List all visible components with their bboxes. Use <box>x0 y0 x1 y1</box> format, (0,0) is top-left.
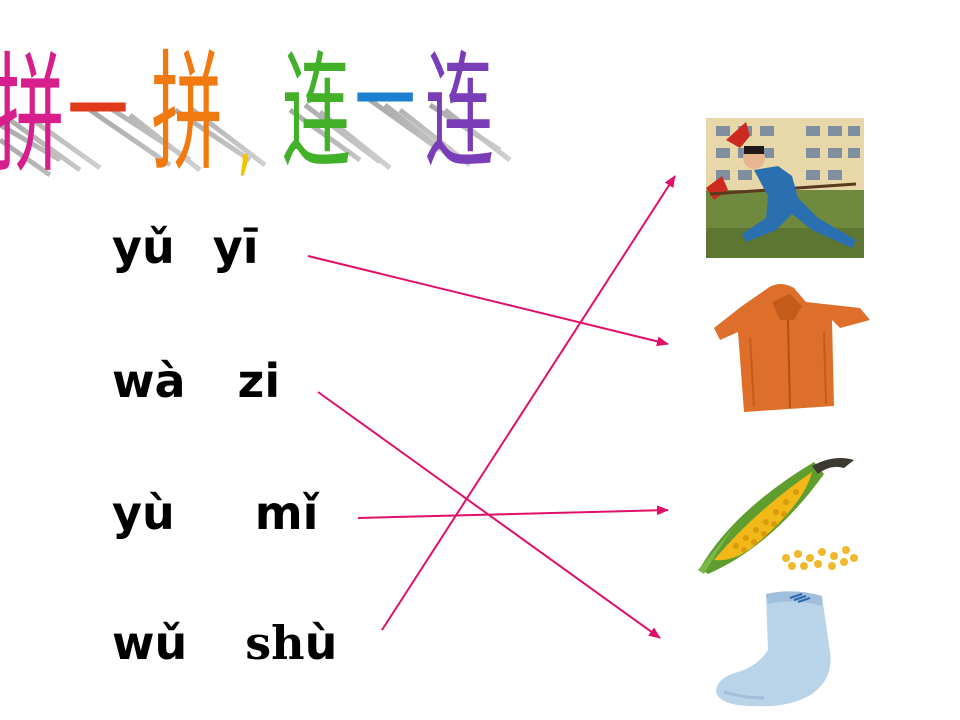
word-4-syllable-b-head: sh <box>245 616 305 670</box>
title-char-4: , <box>237 83 253 187</box>
word-1-syllable-b: yī <box>212 220 259 274</box>
title-char-7: 连 <box>425 39 494 185</box>
line-yumi-to-corn <box>357 505 669 519</box>
word-3-syllable-a: yù <box>112 486 175 540</box>
title-char-2: 一 <box>68 48 128 176</box>
word-3-syllable-b: mǐ <box>254 486 319 540</box>
title-shadow <box>0 97 512 178</box>
title-char-3: 拼 <box>151 38 223 189</box>
line-wushu-to-martial-arts <box>381 175 676 631</box>
word-2-syllable-b: zi <box>237 354 281 408</box>
martial-arts-photo[interactable] <box>706 118 864 258</box>
word-1-syllable-a: yǔ <box>112 220 175 274</box>
word-4-syllable-b-tail: ù <box>304 616 338 670</box>
title-char-1: 拼 <box>0 40 64 191</box>
sock-photo[interactable] <box>694 580 864 710</box>
word-4-syllable-a: wǔ <box>112 616 188 670</box>
page-title: 拼 一 拼 , 连 一 连 <box>0 38 512 191</box>
raincoat-photo[interactable] <box>710 280 875 412</box>
corn-photo[interactable] <box>694 450 862 575</box>
line-yuyi-to-raincoat <box>307 255 669 347</box>
title-char-5: 连 <box>282 39 351 185</box>
title-char-6: 一 <box>355 38 415 166</box>
word-2-syllable-a: wà <box>112 354 186 408</box>
